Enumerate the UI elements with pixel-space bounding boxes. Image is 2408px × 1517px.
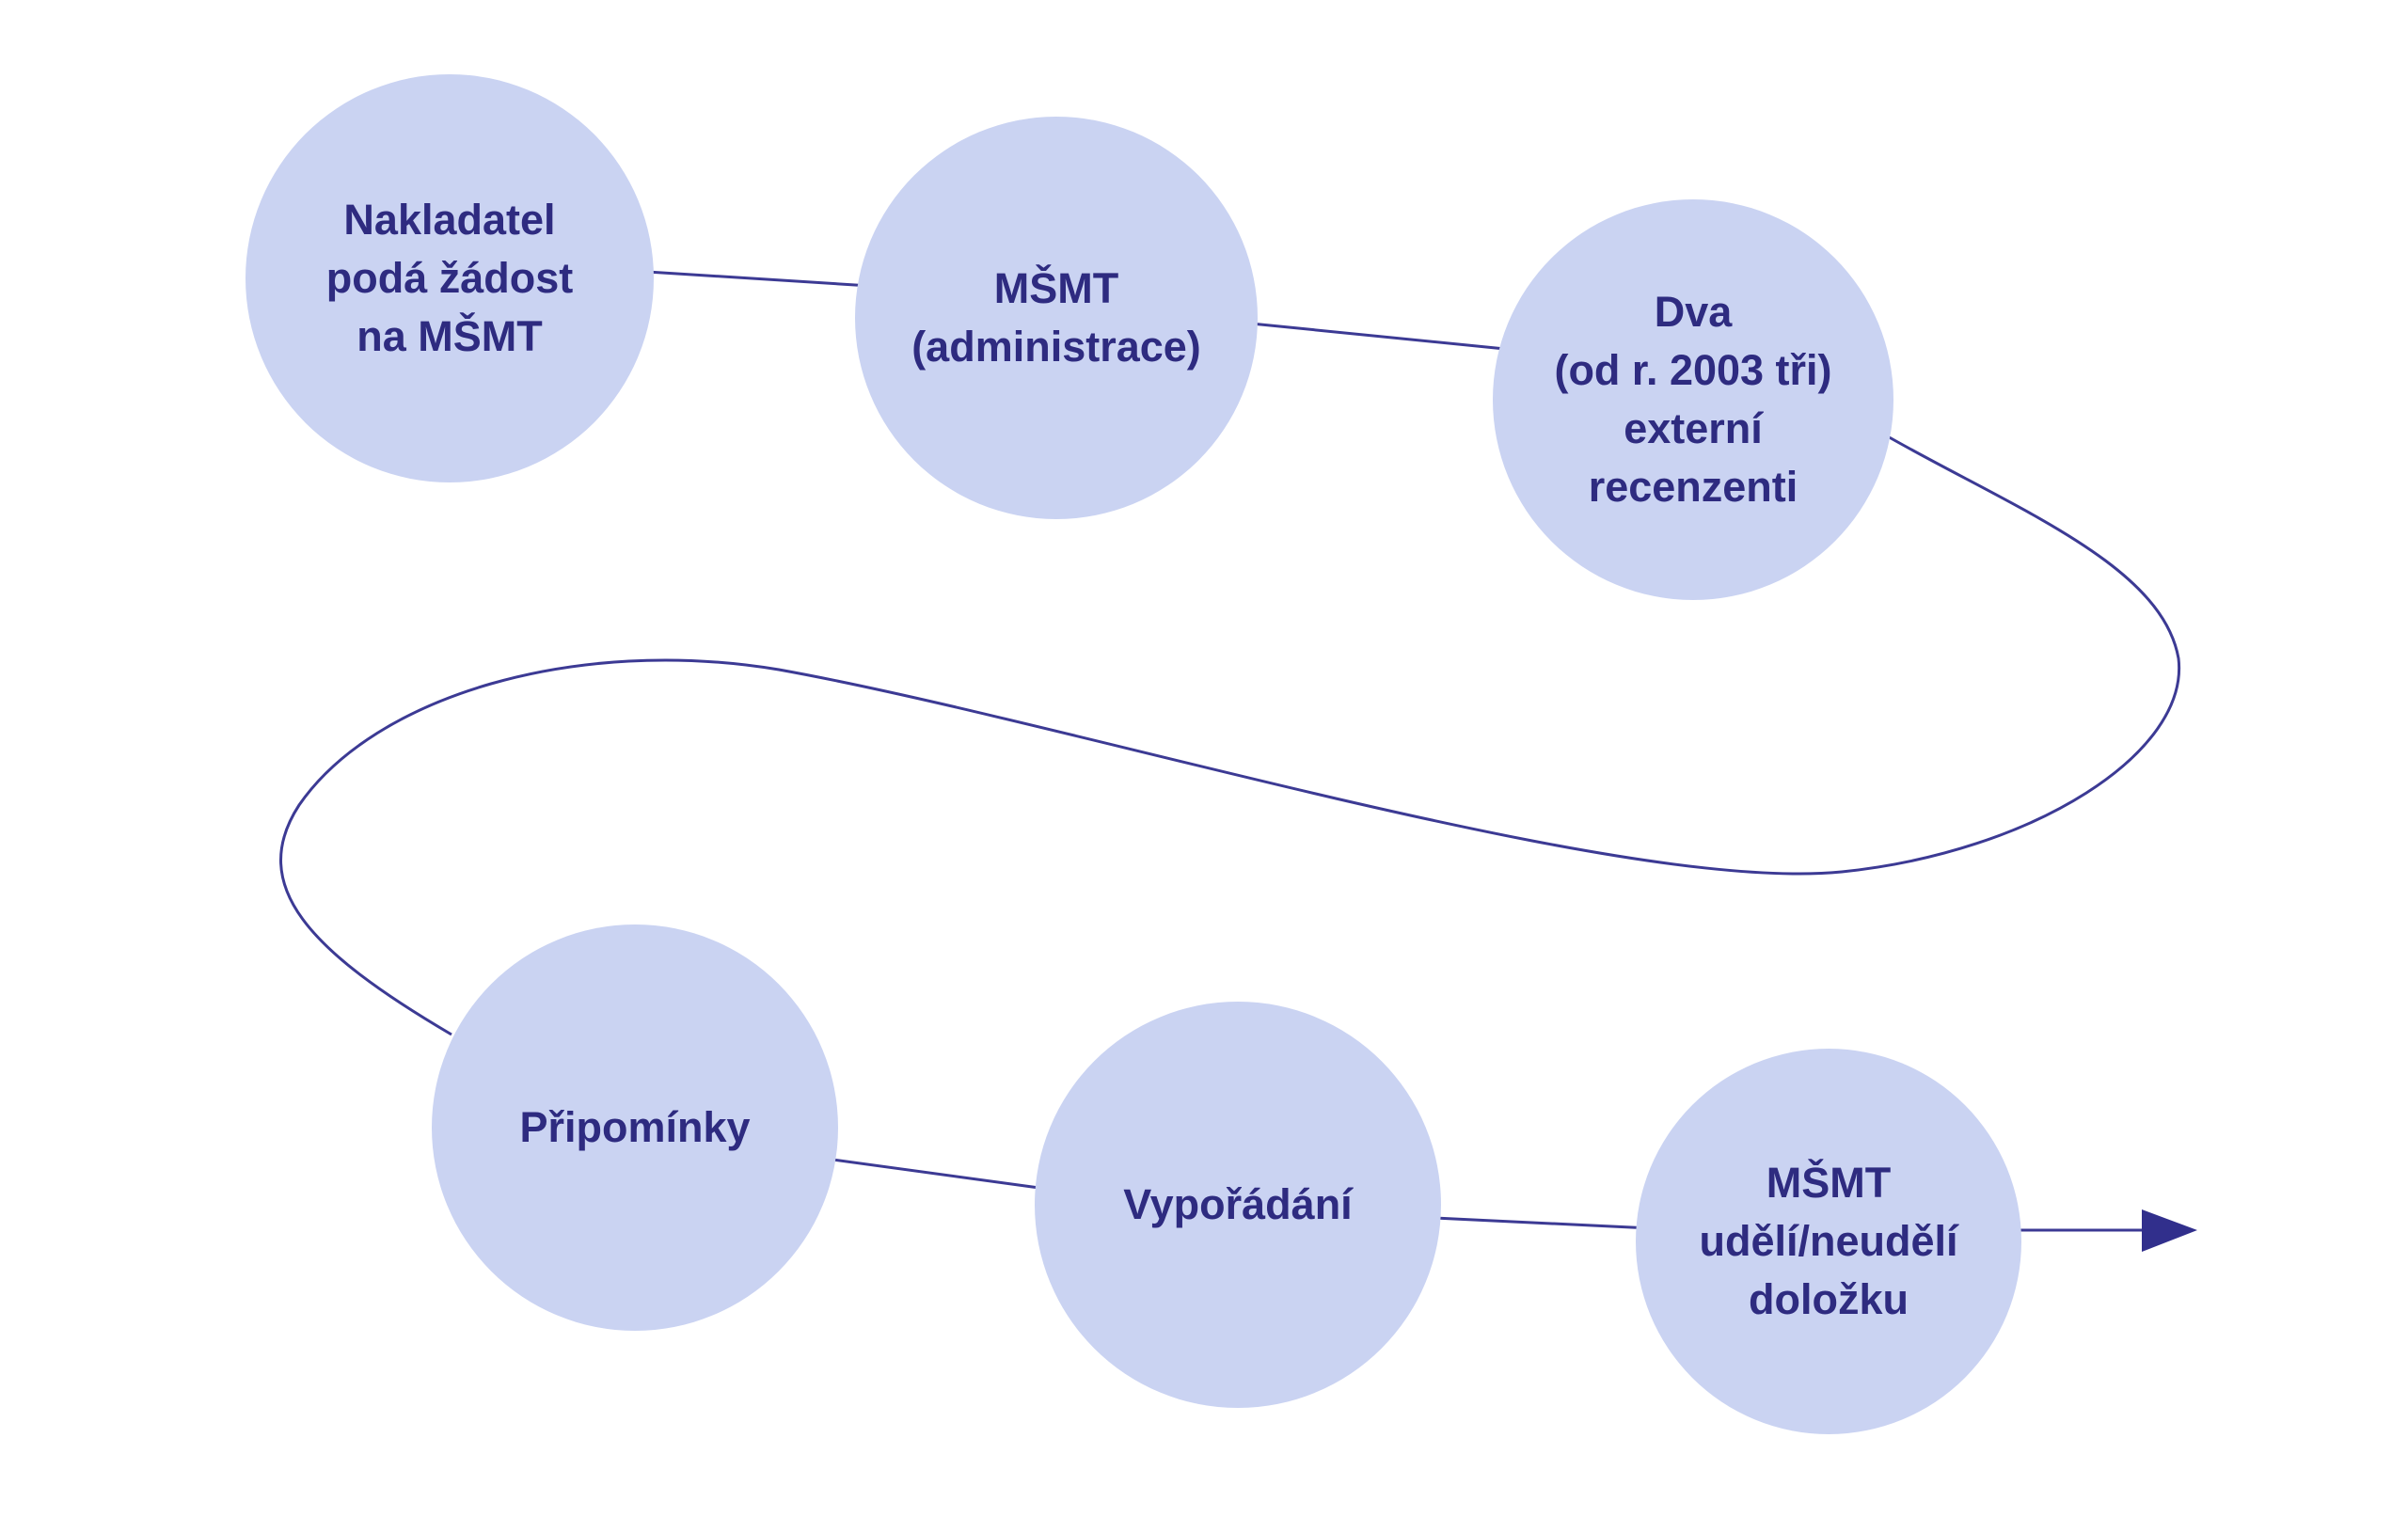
- step-circle-4: Připomínky: [432, 924, 838, 1331]
- connector-line-1-2: [646, 270, 871, 288]
- connector-line-4-5: [825, 1157, 1047, 1191]
- step-circle-3: Dva (od r. 2003 tři) externí recenzenti: [1493, 199, 1893, 600]
- step-label-4: Připomínky: [519, 1102, 751, 1151]
- step-label-1: Nakladatel podá žádost na MŠMT: [325, 195, 574, 361]
- connector-line-5-6: [1434, 1216, 1652, 1230]
- connector-curve-3-4: [279, 434, 2181, 1036]
- step-label-5: Vypořádání: [1123, 1179, 1353, 1228]
- step-circle-2: MŠMT (administrace): [855, 117, 1258, 519]
- step-label-2: MŠMT (administrace): [911, 263, 1201, 371]
- step-circle-6: MŠMT udělí/neudělí doložku: [1636, 1049, 2021, 1434]
- step-circle-5: Vypořádání: [1035, 1002, 1441, 1408]
- step-circle-1: Nakladatel podá žádost na MŠMT: [246, 74, 654, 482]
- step-label-6: MŠMT udělí/neudělí doložku: [1699, 1158, 1958, 1324]
- connector-line-2-3: [1250, 322, 1515, 352]
- step-label-3: Dva (od r. 2003 tři) externí recenzenti: [1554, 287, 1832, 512]
- flow-arrowhead-icon: [2142, 1209, 2197, 1252]
